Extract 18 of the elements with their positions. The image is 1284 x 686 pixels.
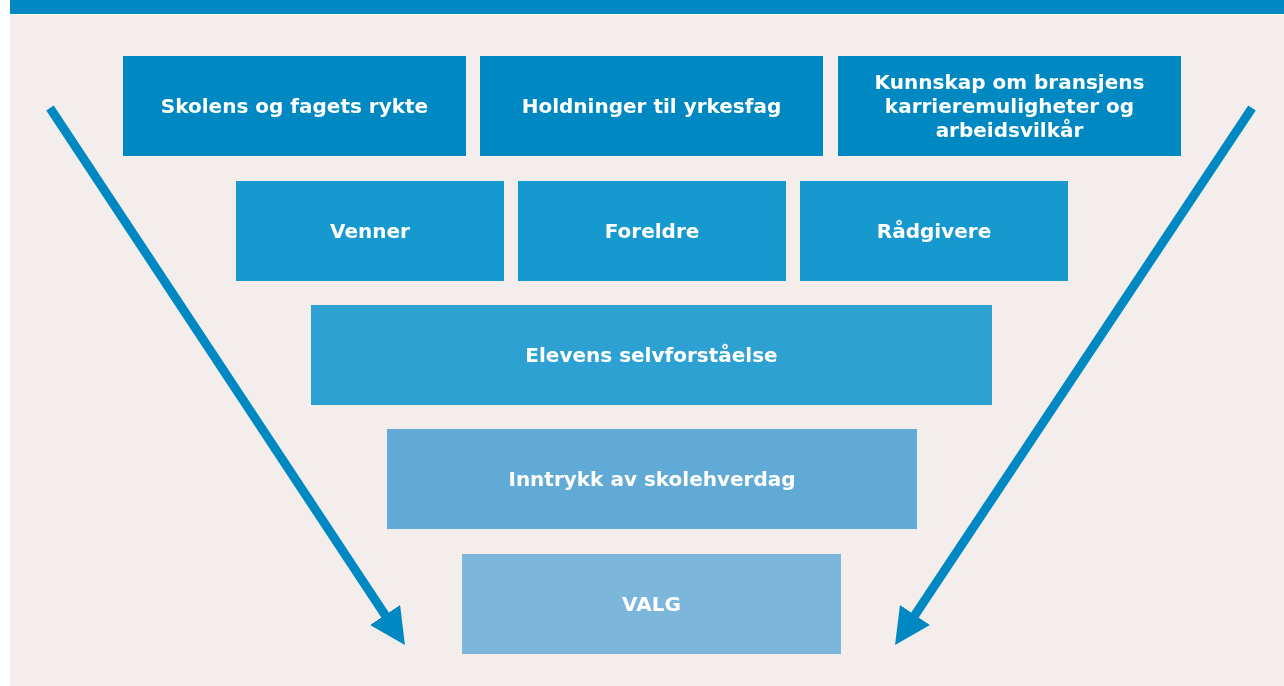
level-box [518, 181, 786, 281]
box-label: Foreldre [604, 219, 700, 243]
level-box [387, 429, 917, 529]
level-box [236, 181, 504, 281]
box-label: Holdninger til yrkesfag [521, 94, 782, 118]
box-label: Kunnskap om bransjens karrieremuligheter og arbeidsvilkår [873, 70, 1146, 142]
level-box [480, 56, 823, 156]
box-label: Inntrykk av skolehverdag [508, 467, 796, 491]
level-box [800, 181, 1068, 281]
box-label: Skolens og fagets rykte [160, 94, 429, 118]
box-label: Elevens selvforståelse [525, 343, 778, 367]
level-box [311, 305, 992, 405]
box-label: VALG [622, 592, 681, 616]
level-box [462, 554, 841, 654]
box-label: Rådgivere [876, 219, 992, 243]
box-label: Venner [330, 219, 410, 243]
level-box [838, 56, 1181, 156]
level-box [123, 56, 466, 156]
